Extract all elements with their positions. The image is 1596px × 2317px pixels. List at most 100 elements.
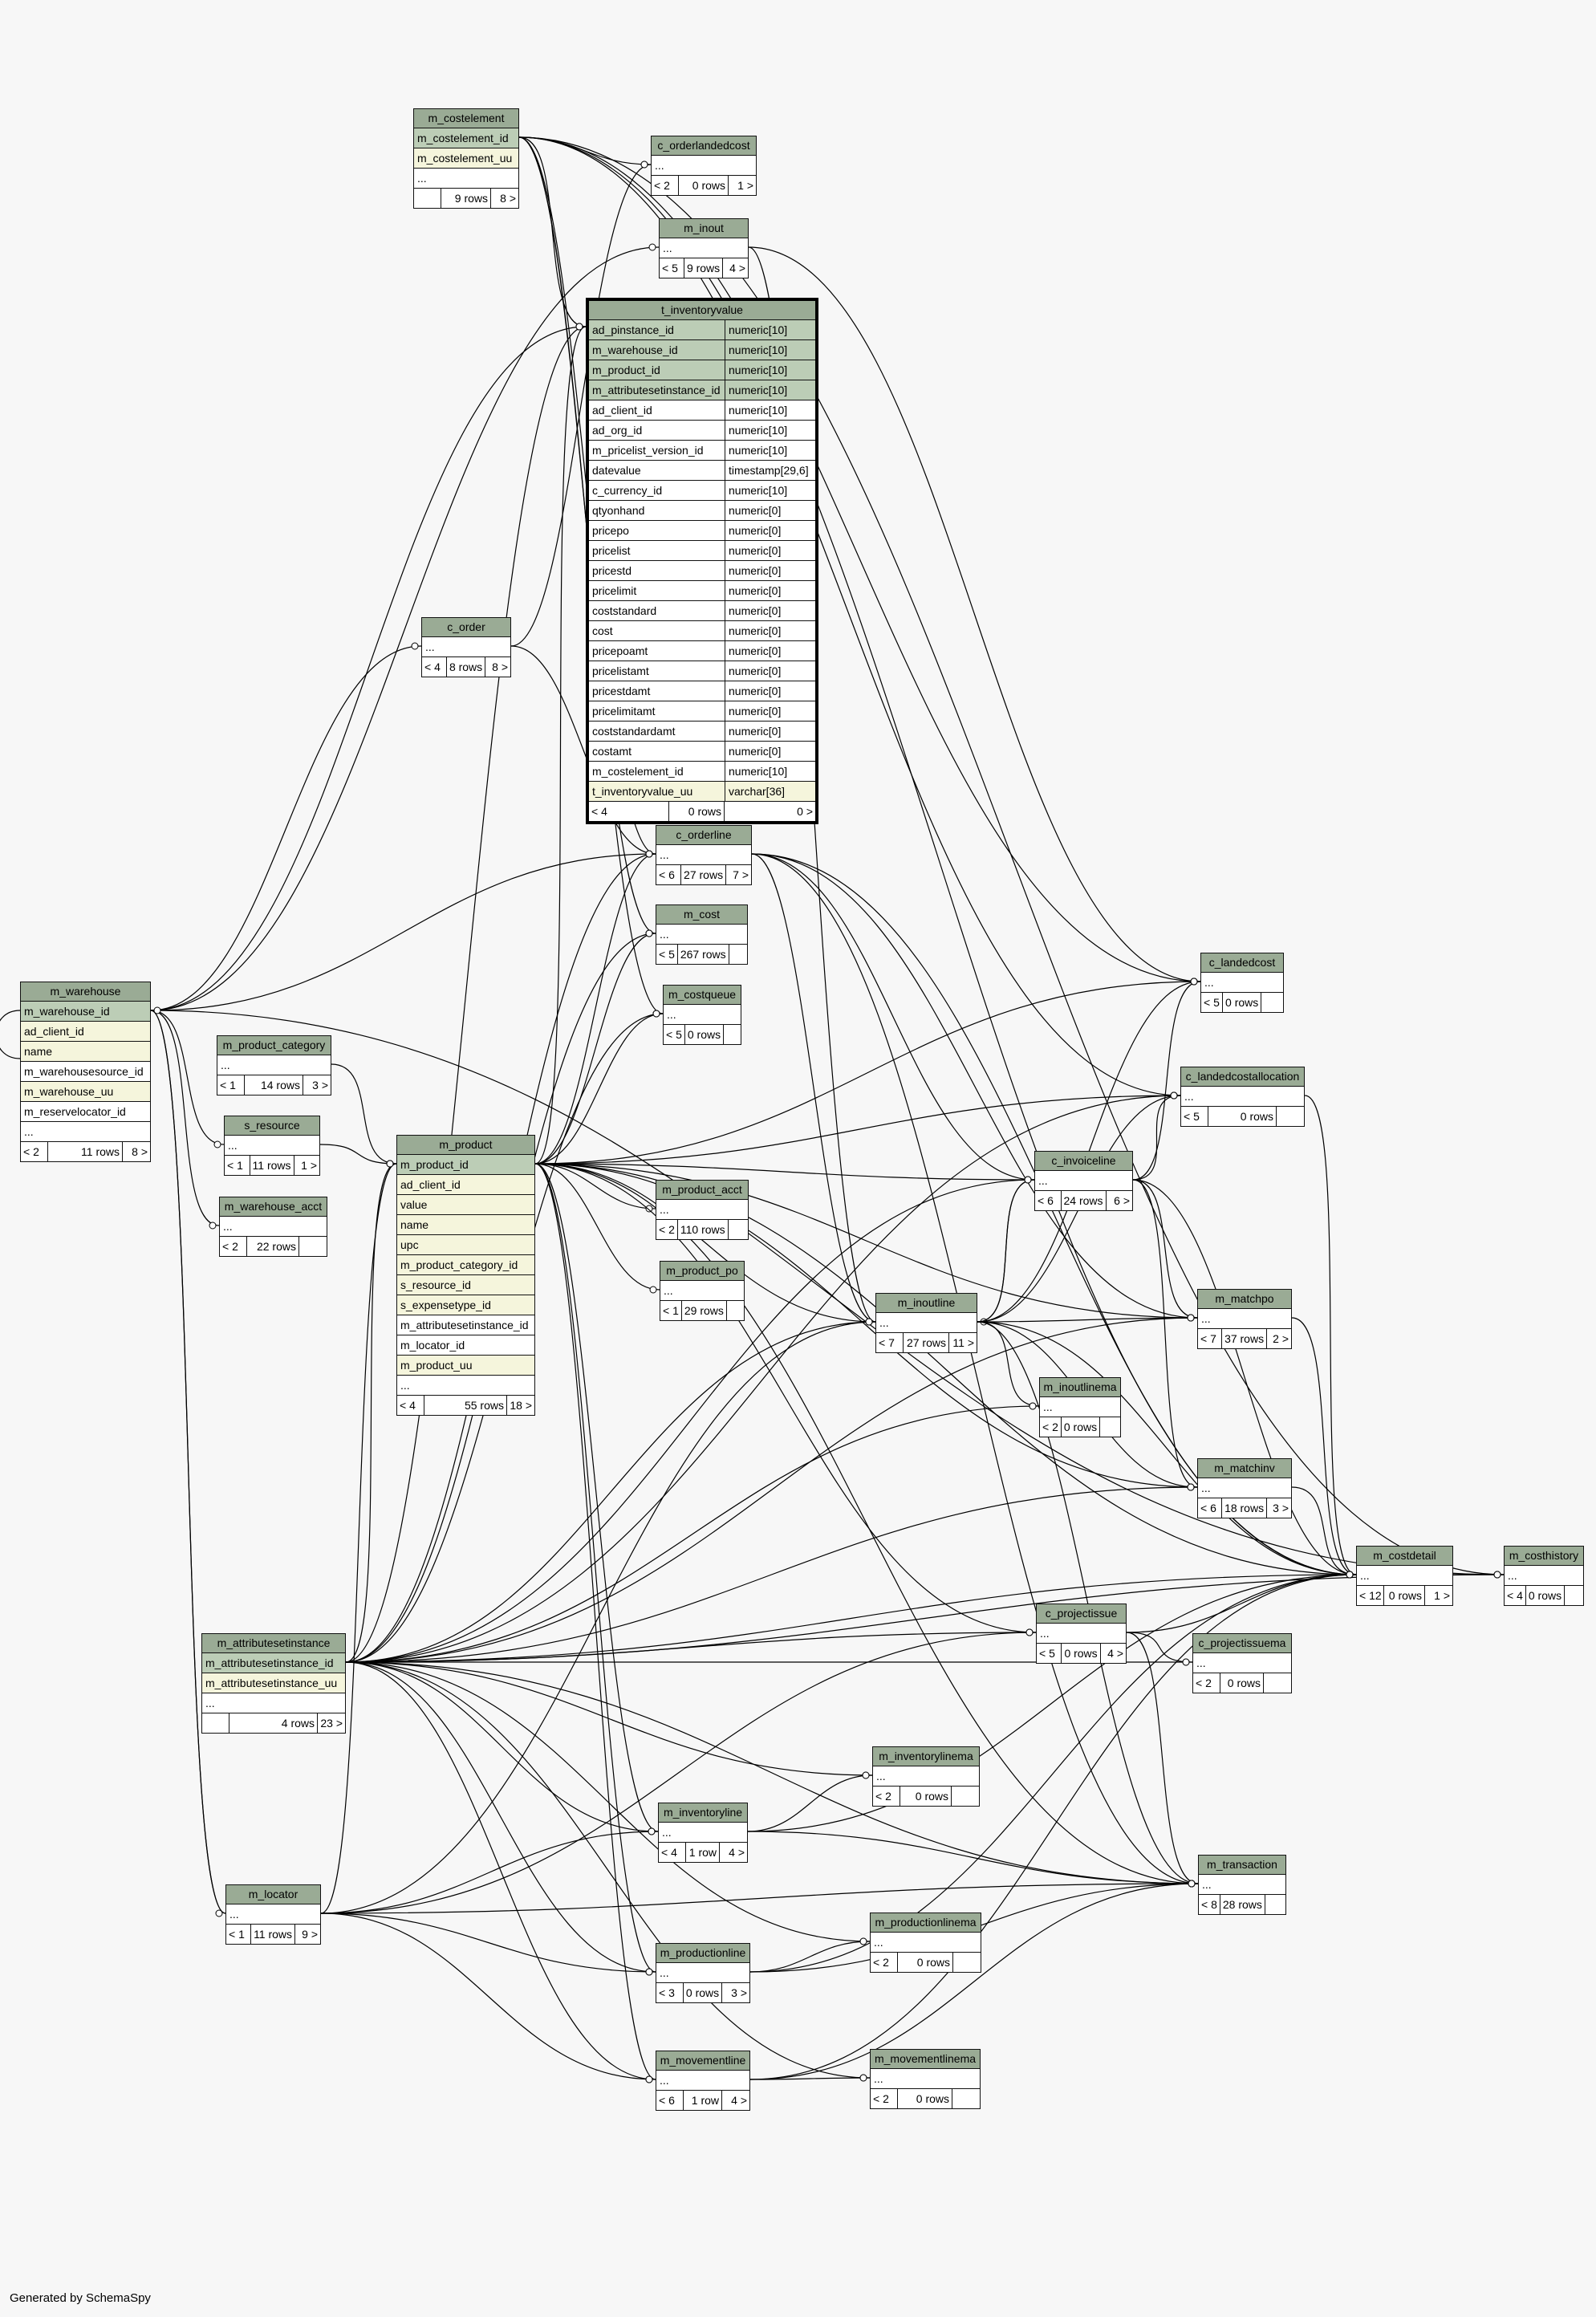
more-columns-row[interactable]: ... [656, 1200, 748, 1220]
table-title[interactable]: m_product_acct [656, 1181, 748, 1200]
parents-link[interactable]: < 1 [226, 1925, 252, 1944]
column-row[interactable]: m_attributesetinstance_id [202, 1653, 345, 1673]
more-columns-row[interactable]: ... [225, 1136, 319, 1156]
children-link[interactable]: 4 > [729, 262, 745, 274]
parents-link[interactable]: < 3 [656, 1983, 684, 2002]
column-row[interactable]: m_attributesetinstance_uu [202, 1673, 345, 1693]
more-columns-row[interactable]: ... [660, 1281, 744, 1301]
more-columns-row[interactable]: ... [1040, 1397, 1120, 1417]
table-title[interactable]: m_inoutline [876, 1294, 977, 1313]
table-title[interactable]: m_cost [656, 905, 747, 925]
table-title[interactable]: c_orderline [656, 826, 751, 845]
parents-link[interactable]: < 2 [652, 176, 679, 195]
parents-link[interactable]: < 2 [871, 2089, 898, 2108]
column-row[interactable]: m_costelement_uu [414, 148, 518, 169]
column-row[interactable]: name [397, 1215, 534, 1235]
table-title[interactable]: m_attributesetinstance [202, 1634, 345, 1653]
more-columns-row[interactable]: ... [1505, 1566, 1583, 1586]
parents-link[interactable]: < 4 [659, 1843, 686, 1862]
children-link[interactable]: 2 > [1273, 1332, 1289, 1345]
table-title[interactable]: m_movementlinema [871, 2050, 980, 2069]
children-link[interactable] [1277, 1107, 1304, 1126]
parents-link[interactable]: < 2 [1040, 1417, 1062, 1437]
children-link[interactable] [729, 945, 747, 964]
children-link[interactable]: 0 > [797, 805, 813, 818]
table-title[interactable]: s_resource [225, 1116, 319, 1136]
more-columns-row[interactable]: ... [873, 1766, 979, 1787]
more-columns-row[interactable]: ... [217, 1055, 331, 1075]
table-title[interactable]: m_warehouse_acct [220, 1197, 327, 1217]
more-columns-row[interactable]: ... [397, 1376, 534, 1396]
parents-link[interactable]: < 6 [656, 865, 682, 884]
column-row[interactable]: name [21, 1042, 150, 1062]
children-link[interactable]: 8 > [500, 192, 516, 205]
table-title[interactable]: t_inventoryvalue [589, 301, 815, 320]
parents-link[interactable]: < 1 [225, 1156, 250, 1175]
children-link[interactable]: 4 > [1107, 1647, 1123, 1660]
parents-link[interactable] [414, 189, 441, 208]
table-title[interactable]: m_product_category [217, 1036, 331, 1055]
table-title[interactable]: m_inoutlinema [1040, 1378, 1120, 1397]
parents-link[interactable] [202, 1713, 229, 1733]
children-link[interactable]: 3 > [1273, 1502, 1289, 1514]
column-row[interactable]: m_product_id [397, 1155, 534, 1175]
more-columns-row[interactable]: ... [659, 1823, 747, 1843]
more-columns-row[interactable]: ... [1035, 1171, 1132, 1191]
table-title[interactable]: c_orderlandedcost [652, 136, 756, 156]
children-link[interactable]: 18 > [510, 1399, 532, 1412]
table-title[interactable]: c_projectissue [1037, 1604, 1126, 1624]
children-link[interactable]: 6 > [1114, 1194, 1130, 1207]
more-columns-row[interactable]: ... [21, 1122, 150, 1142]
table-title[interactable]: m_matchpo [1198, 1290, 1291, 1309]
parents-link[interactable]: < 1 [217, 1075, 245, 1095]
more-columns-row[interactable]: ... [1193, 1653, 1291, 1673]
more-columns-row[interactable]: ... [656, 845, 751, 865]
column-row[interactable]: ad_client_id [397, 1175, 534, 1195]
more-columns-row[interactable]: ... [1198, 1478, 1291, 1498]
more-columns-row[interactable]: ... [1357, 1566, 1452, 1586]
column-row[interactable]: m_costelement_id [414, 128, 518, 148]
parents-link[interactable]: < 4 [422, 657, 447, 677]
children-link[interactable]: 1 > [301, 1159, 317, 1172]
children-link[interactable]: 3 > [312, 1079, 328, 1091]
table-title[interactable]: c_landedcost [1201, 953, 1283, 973]
table-title[interactable]: m_productionline [656, 1944, 749, 1963]
children-link[interactable] [1265, 1895, 1285, 1914]
parents-link[interactable]: < 2 [1193, 1673, 1220, 1693]
table-title[interactable]: m_transaction [1199, 1856, 1285, 1875]
children-link[interactable] [724, 1025, 741, 1044]
column-row[interactable]: ad_client_id [21, 1022, 150, 1042]
parents-link[interactable]: < 4 [589, 802, 669, 821]
table-title[interactable]: m_product_po [660, 1262, 744, 1281]
parents-link[interactable]: < 4 [397, 1396, 424, 1415]
children-link[interactable]: 4 > [731, 2094, 747, 2107]
parents-link[interactable]: < 5 [660, 258, 684, 278]
column-row[interactable]: m_product_category_id [397, 1255, 534, 1275]
column-row[interactable]: s_resource_id [397, 1275, 534, 1295]
table-title[interactable]: m_inventorylinema [873, 1747, 979, 1766]
column-row[interactable]: m_warehouse_id [21, 1002, 150, 1022]
